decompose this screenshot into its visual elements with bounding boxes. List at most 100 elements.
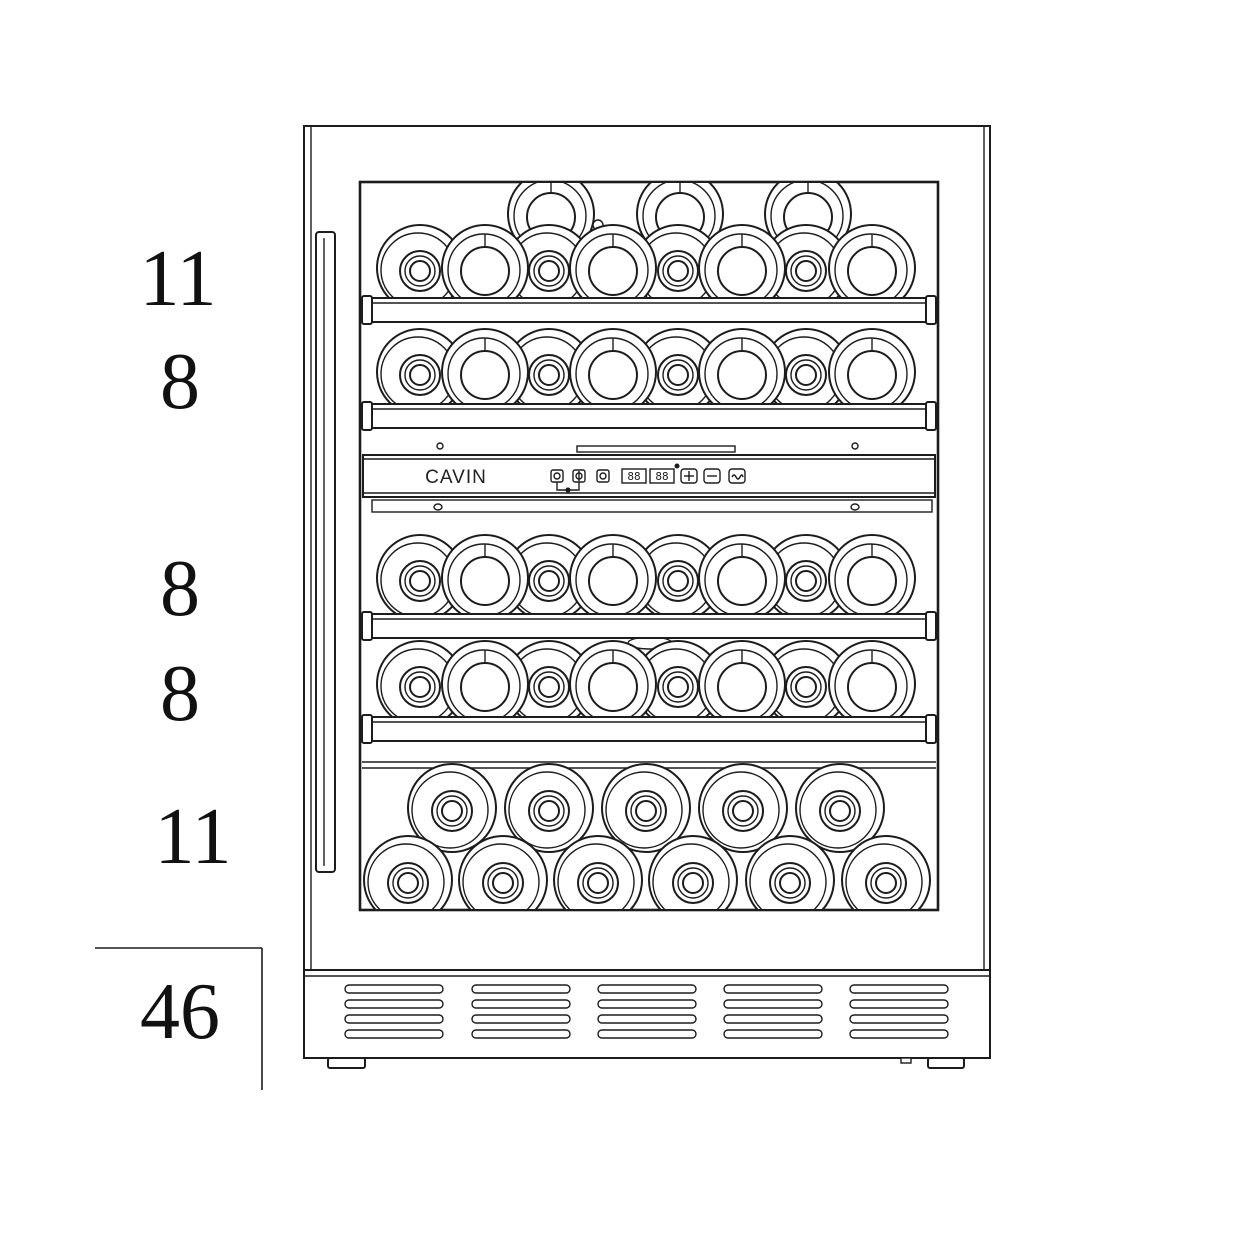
bottle-cork bbox=[779, 872, 801, 894]
shelf-rail-front bbox=[365, 716, 933, 742]
bottle-punt bbox=[588, 246, 638, 296]
bottle-neck bbox=[458, 835, 548, 909]
grille-slat bbox=[849, 1029, 949, 1039]
bottle-cork bbox=[492, 872, 514, 894]
bottle-neck bbox=[634, 534, 722, 622]
bottle-punt bbox=[717, 662, 767, 712]
bottle-base bbox=[441, 224, 529, 312]
bottle-neck bbox=[841, 835, 931, 909]
bottle-cork bbox=[795, 570, 817, 592]
bottle-base bbox=[698, 534, 786, 622]
power-icon bbox=[553, 472, 561, 480]
shelf-rail-cap bbox=[925, 401, 937, 431]
shelf-count-label: 8 bbox=[160, 545, 200, 633]
bottle-neck bbox=[762, 224, 850, 312]
shelf-rail bbox=[361, 295, 937, 325]
bottle-neck bbox=[363, 835, 453, 909]
grille-slat bbox=[471, 984, 571, 994]
bottle-neck bbox=[762, 640, 850, 728]
bottle-base bbox=[569, 534, 657, 622]
shelf-count-label: 11 bbox=[154, 793, 231, 881]
shelf-rail bbox=[361, 401, 937, 431]
shelf-rail bbox=[361, 611, 937, 641]
bottle-base bbox=[828, 328, 916, 416]
bottle-neck bbox=[795, 763, 885, 853]
bottle-neck bbox=[553, 835, 643, 909]
bottle-base bbox=[441, 328, 529, 416]
shelf-rail-cap bbox=[361, 714, 373, 744]
bottle-neck bbox=[376, 534, 464, 622]
plus-icon bbox=[684, 471, 694, 481]
bottle-neck bbox=[505, 328, 593, 416]
screw-dot bbox=[850, 503, 860, 511]
minus-button bbox=[703, 468, 721, 484]
bottle-neck bbox=[601, 763, 691, 853]
light-button bbox=[572, 469, 586, 483]
grille-group bbox=[849, 984, 949, 1039]
grille-slat bbox=[849, 1014, 949, 1024]
grille-slat bbox=[723, 1014, 823, 1024]
bottle-punt bbox=[588, 350, 638, 400]
fan-button bbox=[728, 468, 746, 484]
grille-group bbox=[597, 984, 697, 1039]
grille-slat bbox=[597, 999, 697, 1009]
grille-slat bbox=[344, 999, 444, 1009]
grille-slat bbox=[723, 999, 823, 1009]
bottle-cork bbox=[538, 800, 560, 822]
zone-button bbox=[596, 469, 610, 483]
bottle-cork bbox=[682, 872, 704, 894]
bottle-neck bbox=[504, 763, 594, 853]
bottle-base bbox=[828, 534, 916, 622]
grille-slat bbox=[344, 1029, 444, 1039]
shelf-rails bbox=[361, 295, 937, 744]
grille-slat bbox=[723, 1029, 823, 1039]
bottle-cork bbox=[667, 676, 689, 698]
bottle-punt bbox=[717, 350, 767, 400]
foot bbox=[900, 1057, 912, 1064]
bottle-neck bbox=[376, 328, 464, 416]
grille-slat bbox=[471, 1014, 571, 1024]
shelf-rail-front bbox=[365, 403, 933, 429]
shelf-rail-cap bbox=[361, 401, 373, 431]
grille-group bbox=[723, 984, 823, 1039]
bottle-cork bbox=[667, 570, 689, 592]
shelf-rail-cap bbox=[361, 611, 373, 641]
bottle-cork bbox=[409, 260, 431, 282]
panel-top-strip bbox=[576, 445, 736, 453]
bottle-punt bbox=[847, 662, 897, 712]
display-digits: 88 bbox=[627, 470, 640, 483]
bottle-cork bbox=[538, 570, 560, 592]
display-digits: 88 bbox=[655, 470, 668, 483]
bottle-cork bbox=[409, 570, 431, 592]
ventilation-grille bbox=[344, 984, 949, 1039]
bottle-punt bbox=[847, 246, 897, 296]
shelf-rail-cap bbox=[925, 295, 937, 325]
grille-slat bbox=[849, 984, 949, 994]
bottle-base bbox=[828, 640, 916, 728]
control-panel bbox=[362, 454, 936, 498]
screw-dot bbox=[851, 442, 859, 450]
bottle-cork bbox=[538, 260, 560, 282]
screw-dot bbox=[436, 442, 444, 450]
bottle-punt bbox=[588, 662, 638, 712]
grille-group bbox=[471, 984, 571, 1039]
grille-slat bbox=[344, 984, 444, 994]
plus-button bbox=[680, 468, 698, 484]
bottle-neck bbox=[648, 835, 738, 909]
total-count-label: 46 bbox=[140, 968, 220, 1056]
bottle-cork bbox=[538, 676, 560, 698]
bottle-cork bbox=[635, 800, 657, 822]
power-button bbox=[550, 469, 564, 483]
degree-dot bbox=[674, 463, 680, 469]
shelf-rail-cap bbox=[925, 714, 937, 744]
bottle-punt bbox=[847, 556, 897, 606]
bottle-cork bbox=[441, 800, 463, 822]
bottle-cork bbox=[397, 872, 419, 894]
bottle-cork bbox=[667, 364, 689, 386]
shelf-count-label: 8 bbox=[160, 338, 200, 426]
shelf-count-label: 8 bbox=[160, 650, 200, 738]
bottle-base bbox=[569, 328, 657, 416]
bottle-base bbox=[441, 640, 529, 728]
grille-slat bbox=[344, 1014, 444, 1024]
shelf-rail-cap bbox=[361, 295, 373, 325]
